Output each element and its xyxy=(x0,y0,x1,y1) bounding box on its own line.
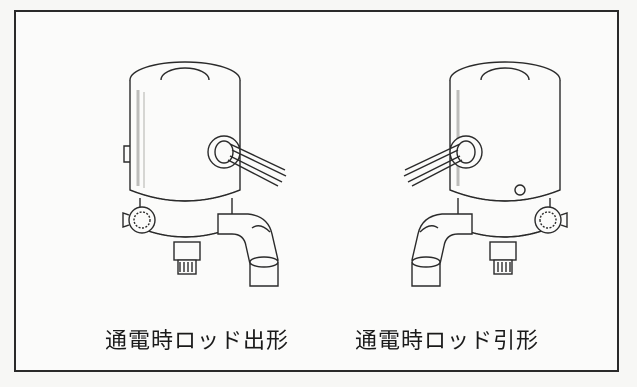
actuator-rod-retracted-figure xyxy=(370,50,590,300)
actuator-rod-extended-drawing xyxy=(122,61,287,287)
caption-rod-retracted: 通電時ロッド引形 xyxy=(355,329,540,354)
actuator-rod-extended-figure xyxy=(100,50,320,300)
actuator-rod-retracted-drawing xyxy=(403,61,568,287)
caption-rod-extended: 通電時ロッド出形 xyxy=(105,329,290,354)
